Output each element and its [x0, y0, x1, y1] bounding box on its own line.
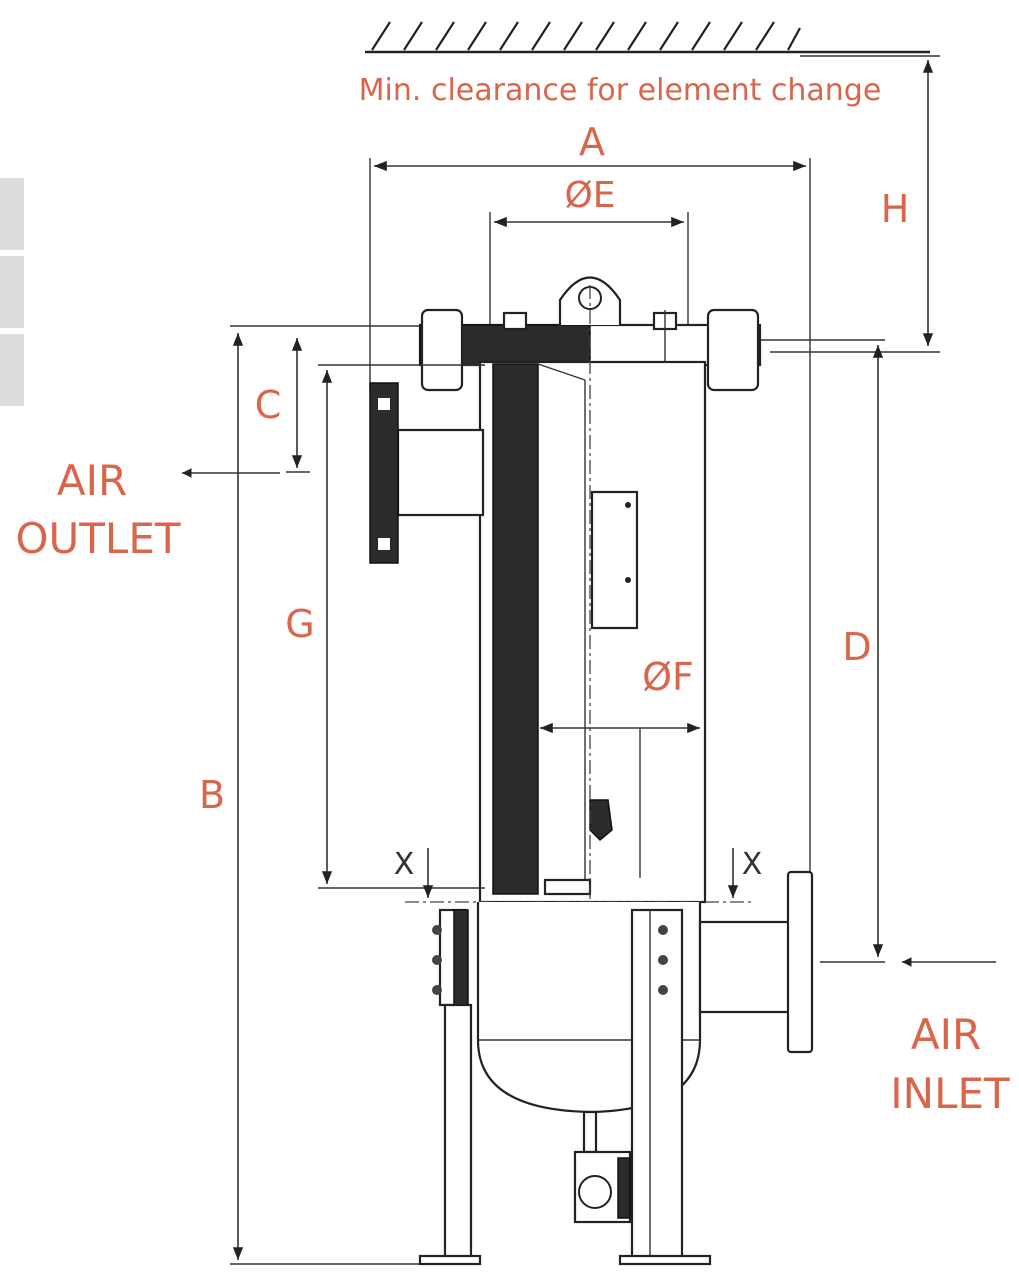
outlet-connection	[369, 382, 485, 564]
dimension-g	[318, 364, 485, 889]
dimension-b	[230, 333, 440, 1265]
outlet-label-line1: AIR	[57, 456, 127, 505]
side-tab	[0, 256, 24, 328]
dimension-x-right-label: X	[742, 847, 763, 882]
dimension-b-label: B	[199, 773, 225, 817]
outlet-label-line2: OUTLET	[15, 514, 180, 563]
dimension-e	[489, 212, 689, 328]
dimension-x-left-label: X	[394, 847, 415, 882]
right-support-leg	[618, 908, 712, 1266]
dimension-a	[369, 158, 811, 880]
inlet-label-line1: AIR	[911, 1010, 981, 1059]
left-support-leg	[418, 908, 482, 1266]
side-tab	[0, 334, 24, 406]
dimension-f-label: ØF	[642, 655, 694, 699]
dimension-d-label: D	[842, 625, 871, 669]
drain-valve	[573, 1110, 632, 1224]
dimension-c-label: C	[255, 383, 282, 427]
dimension-h-label: H	[881, 187, 910, 231]
dimension-g-label: G	[285, 602, 314, 646]
inlet-connection	[698, 870, 814, 1054]
dimension-a-label: A	[579, 120, 605, 164]
housing-body	[478, 360, 707, 904]
dimension-h	[770, 55, 940, 353]
dimension-c	[230, 325, 420, 473]
side-tab	[0, 178, 24, 250]
ceiling-hatch	[365, 21, 930, 54]
dimension-e-label: ØE	[564, 175, 615, 216]
clearance-note: Min. clearance for element change	[359, 73, 882, 108]
inlet-label-line2: INLET	[890, 1069, 1010, 1118]
housing-lid	[418, 276, 762, 392]
dimension-d	[760, 339, 885, 963]
side-tab-strip	[0, 178, 24, 412]
